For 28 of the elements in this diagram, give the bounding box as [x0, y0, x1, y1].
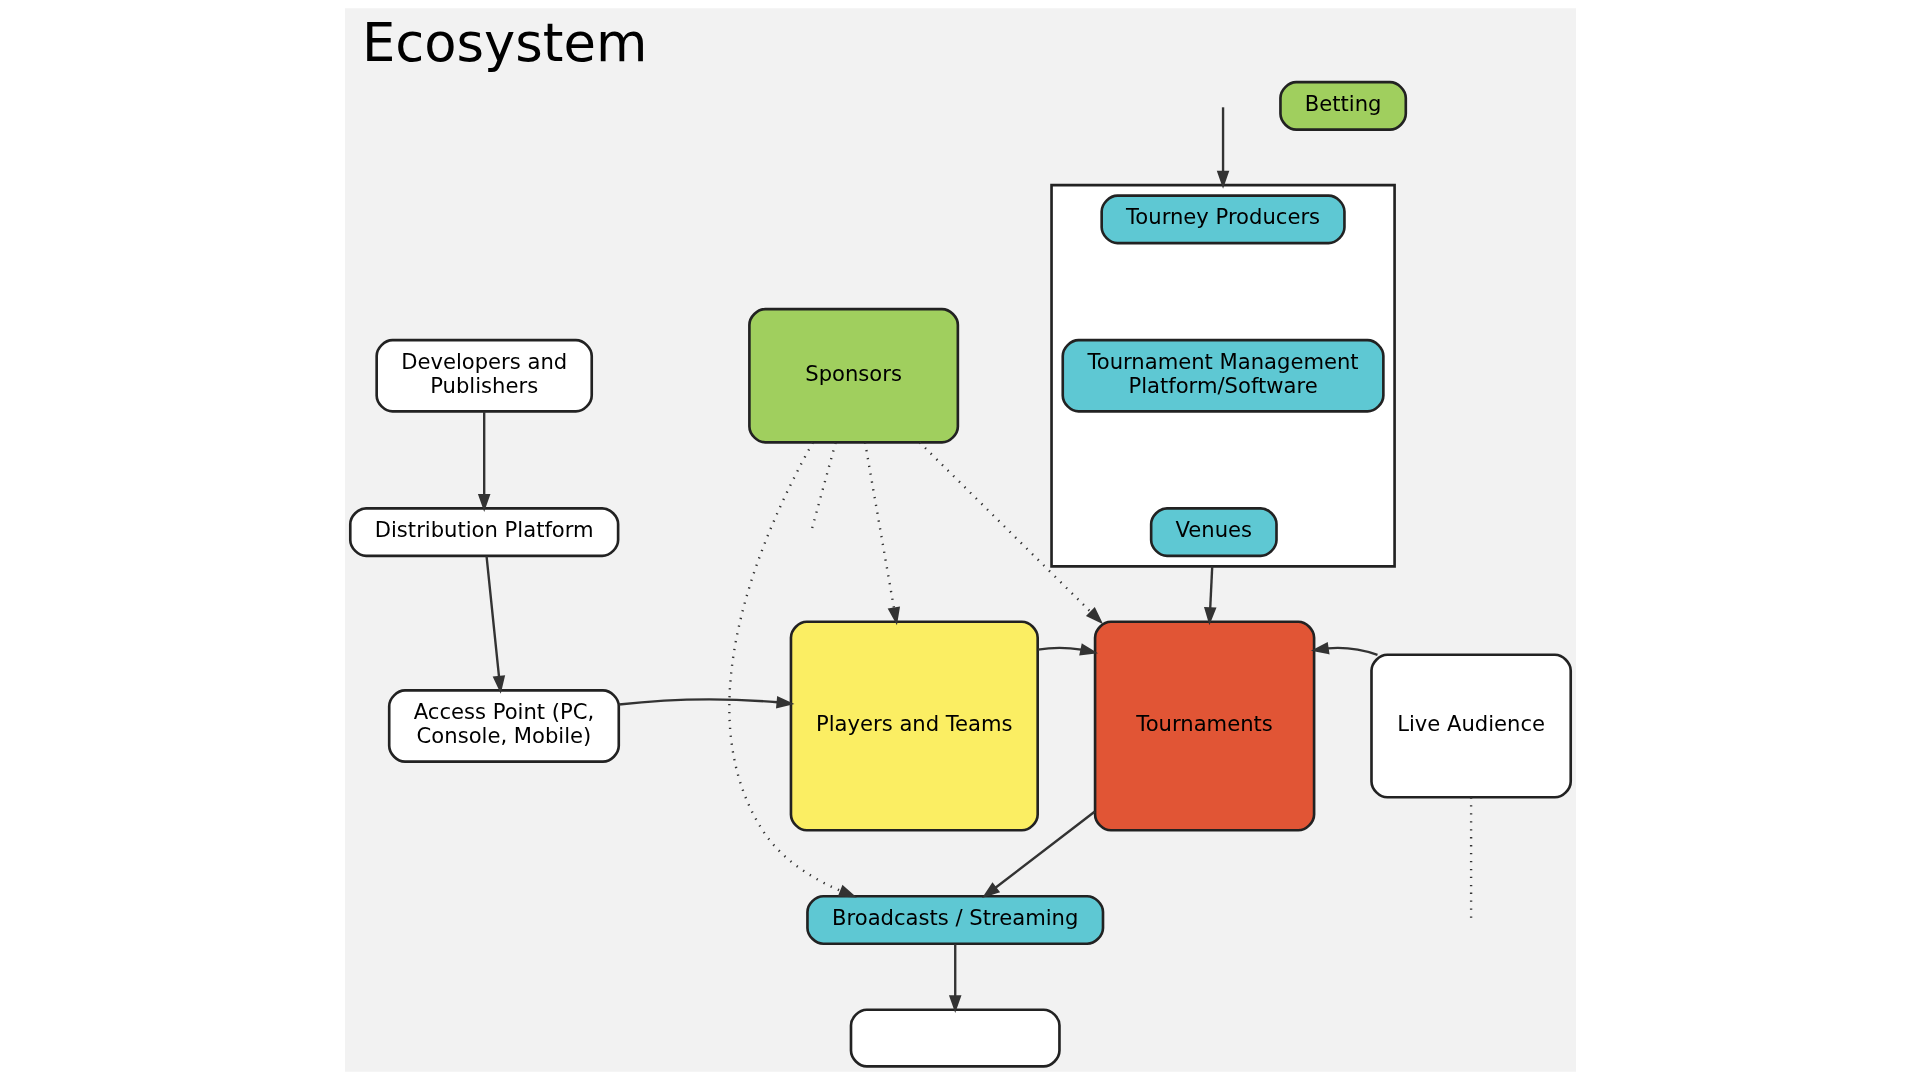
node-box: Developers and Publishers [374, 338, 593, 413]
arrow [918, 441, 1103, 625]
arrow [1037, 643, 1098, 656]
arrow [981, 810, 1096, 899]
diagram-title: Ecosystem [361, 12, 647, 74]
node-box: Distribution Platform [348, 507, 619, 558]
node-box: Sponsors [747, 307, 959, 444]
arrow [1203, 566, 1217, 626]
node-box: Live Audience [1369, 653, 1572, 799]
node-box: Betting [1278, 80, 1407, 131]
node-box: Broadcasts / Streaming [805, 894, 1104, 946]
connector [809, 442, 837, 531]
arrow [477, 411, 490, 512]
node-box: Access Point (PC, Console, Mobile) [387, 689, 620, 763]
arrow [1310, 641, 1378, 656]
arrow [484, 555, 505, 694]
node-box: Players and Teams [789, 620, 1039, 832]
arrow [618, 695, 794, 709]
arrow [727, 442, 857, 898]
cluster [1049, 183, 1396, 568]
node-box: Tournament Management Platform/Software [1060, 338, 1385, 413]
node-box: Tournaments [1093, 620, 1315, 832]
arrow [948, 944, 961, 1014]
node-box: Tourney Producers [1099, 194, 1346, 245]
arrow [1216, 107, 1229, 189]
node-box [849, 1008, 1061, 1068]
arrow [863, 442, 900, 626]
node-box: Venues [1149, 507, 1278, 558]
